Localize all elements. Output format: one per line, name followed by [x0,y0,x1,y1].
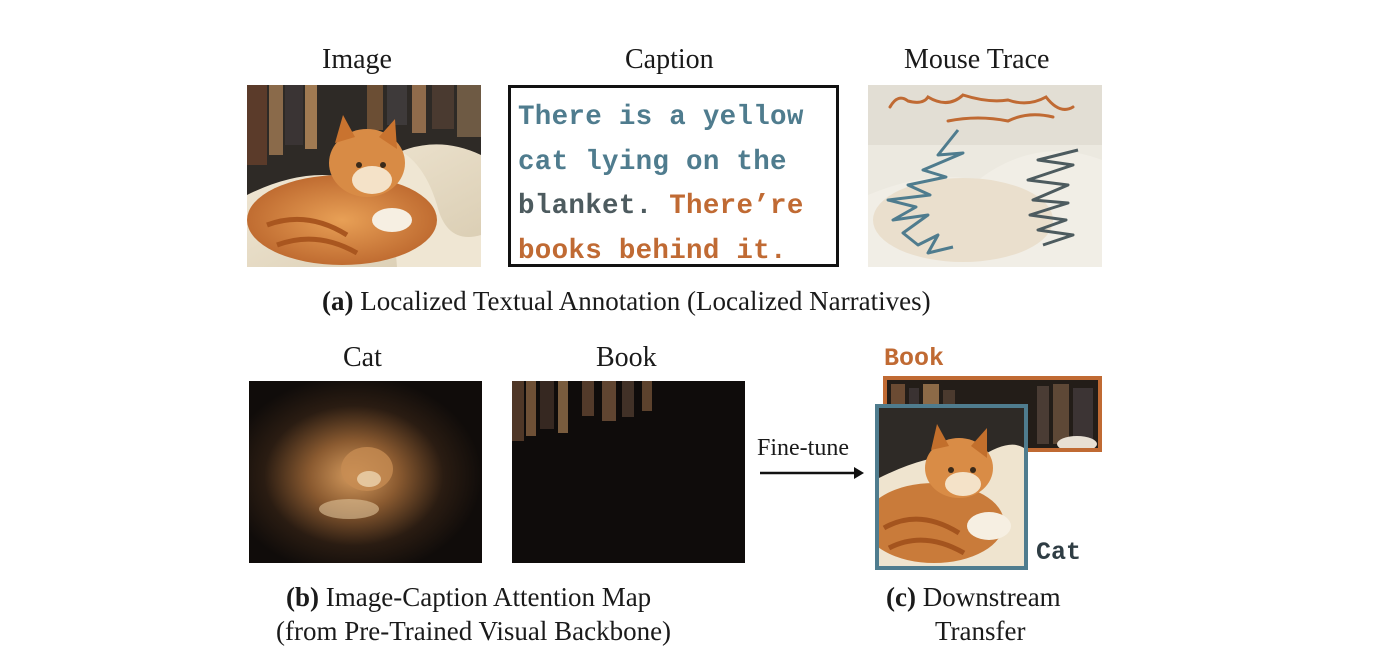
attention-map-cat [249,381,482,563]
figure-caption-a: (a) Localized Textual Annotation (Locali… [322,286,931,317]
cat-photo [247,85,481,267]
figure-caption-b-tag: (b) [286,582,319,612]
caption-line-3-grey: blanket. [518,191,670,222]
label-image: Image [322,44,392,75]
label-book: Book [596,342,657,373]
figure-caption-b-line2: (from Pre-Trained Visual Backbone) [276,616,672,646]
caption-line-3-orange: There’re [669,191,804,222]
attention-map-book [512,381,745,563]
mouse-trace-photo [868,85,1102,267]
label-cat: Cat [343,342,382,373]
arrow-right-icon [760,467,864,479]
figure-caption-c-line2: Transfer [935,616,1026,646]
caption-line-3: blanket. There’re [518,185,836,230]
detection-crop [875,376,1102,570]
label-mouse-trace: Mouse Trace [904,44,1050,75]
figure-caption-b-text: Image-Caption Attention Map [319,582,652,612]
caption-box: There is a yellow cat lying on the blank… [508,85,839,267]
figure-caption-a-tag: (a) [322,286,354,316]
box-label-book: Book [884,344,945,373]
figure-caption-c: (c) Downstream [886,582,1061,613]
cat-detection-box [875,404,1028,570]
figure-caption-c-tag: (c) [886,582,916,612]
figure-caption-a-text: Localized Textual Annotation (Localized … [353,286,931,316]
caption-line-2-text: cat lying on the [518,146,787,178]
caption-line-1: There is a yellow [518,102,804,133]
label-caption: Caption [625,44,714,75]
figure-caption-c-text: Downstream [915,582,1061,612]
caption-line-2: cat lying on the [518,141,836,186]
box-label-cat: Cat [1036,538,1082,567]
caption-line-4: books behind it. [518,235,787,267]
arrow-label: Fine-tune [757,435,849,461]
figure-caption-b: (b) Image-Caption Attention Map [286,582,651,613]
